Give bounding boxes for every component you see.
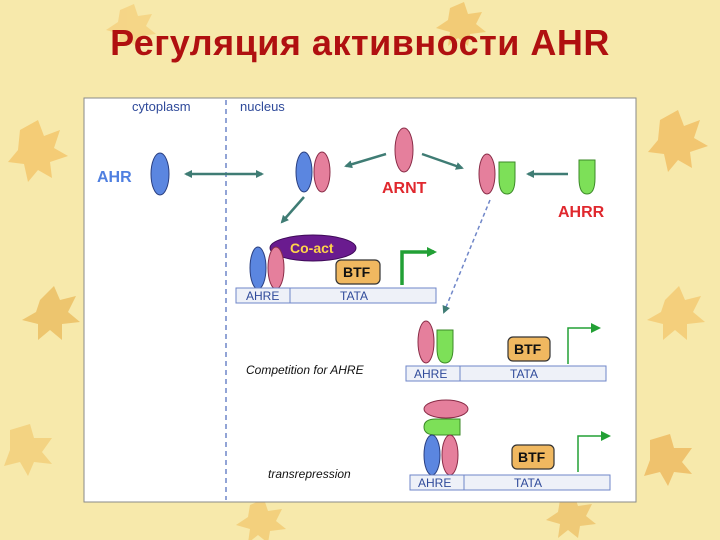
competition-dna-strand bbox=[405, 365, 607, 382]
transrepression-promoter-arrow bbox=[577, 431, 611, 472]
competition-caption: Competition for AHRE bbox=[246, 363, 365, 377]
activation-ahre-label: AHRE bbox=[246, 289, 279, 303]
ahr-nuclear-protein bbox=[295, 151, 313, 193]
competition-tata-label: TATA bbox=[510, 367, 538, 381]
competition-btf-box bbox=[507, 336, 551, 362]
transrepression-dna-strand bbox=[409, 474, 611, 491]
arnt-to-ahr-arrow bbox=[344, 152, 387, 169]
ahrr-label: AHRR bbox=[558, 204, 605, 221]
transrepression-ahrr-protein bbox=[423, 418, 461, 436]
competition-arnt-protein bbox=[417, 320, 435, 364]
arnt-ahrr-dimer-arnt bbox=[478, 153, 496, 195]
arnt-label: ARNT bbox=[382, 180, 427, 197]
slide-title: Регуляция активности AHR bbox=[110, 22, 610, 63]
transrepression-tata-label: TATA bbox=[514, 476, 542, 490]
activation-ahr-protein bbox=[249, 246, 267, 290]
transrepression-ahr-protein bbox=[423, 434, 441, 476]
ahrr-free-protein bbox=[578, 159, 596, 195]
coactivator-blob bbox=[269, 234, 357, 262]
arnt-ahrr-dimer-ahrr bbox=[498, 161, 516, 195]
transrepression-btf-label: BTF bbox=[518, 449, 546, 465]
competition-promoter-arrow bbox=[567, 323, 601, 364]
arnt-to-ahrr-arrow bbox=[421, 152, 464, 170]
cytoplasm-label: cytoplasm bbox=[132, 99, 191, 114]
ahr-cytoplasm-protein bbox=[150, 152, 170, 196]
arnt-free-protein bbox=[394, 127, 414, 173]
transrepression-caption: transrepression bbox=[268, 467, 351, 481]
nucleus-label: nucleus bbox=[240, 99, 285, 114]
transrepression-ahre-label: AHRE bbox=[418, 476, 451, 490]
ahrr-dimer-to-competition-arrow bbox=[442, 199, 491, 314]
dimer-to-dna-arrow bbox=[280, 196, 305, 224]
activation-btf-box bbox=[335, 259, 381, 285]
transrepression-arnt-protein bbox=[441, 434, 459, 476]
transrepression-arnt-top-protein bbox=[423, 399, 469, 419]
activation-btf-label: BTF bbox=[343, 264, 371, 280]
ahr-label: AHR bbox=[97, 169, 132, 186]
coactivator-label: Co-act bbox=[290, 240, 334, 256]
competition-ahrr-protein bbox=[436, 329, 454, 364]
activation-tata-label: TATA bbox=[340, 289, 368, 303]
activation-dna-strand bbox=[235, 287, 437, 304]
competition-ahre-label: AHRE bbox=[414, 367, 447, 381]
activation-promoter-arrow bbox=[400, 247, 437, 285]
competition-btf-label: BTF bbox=[514, 341, 542, 357]
transrepression-btf-box bbox=[511, 444, 555, 470]
arnt-dimer-protein bbox=[313, 151, 331, 193]
activation-arnt-protein bbox=[267, 246, 285, 290]
